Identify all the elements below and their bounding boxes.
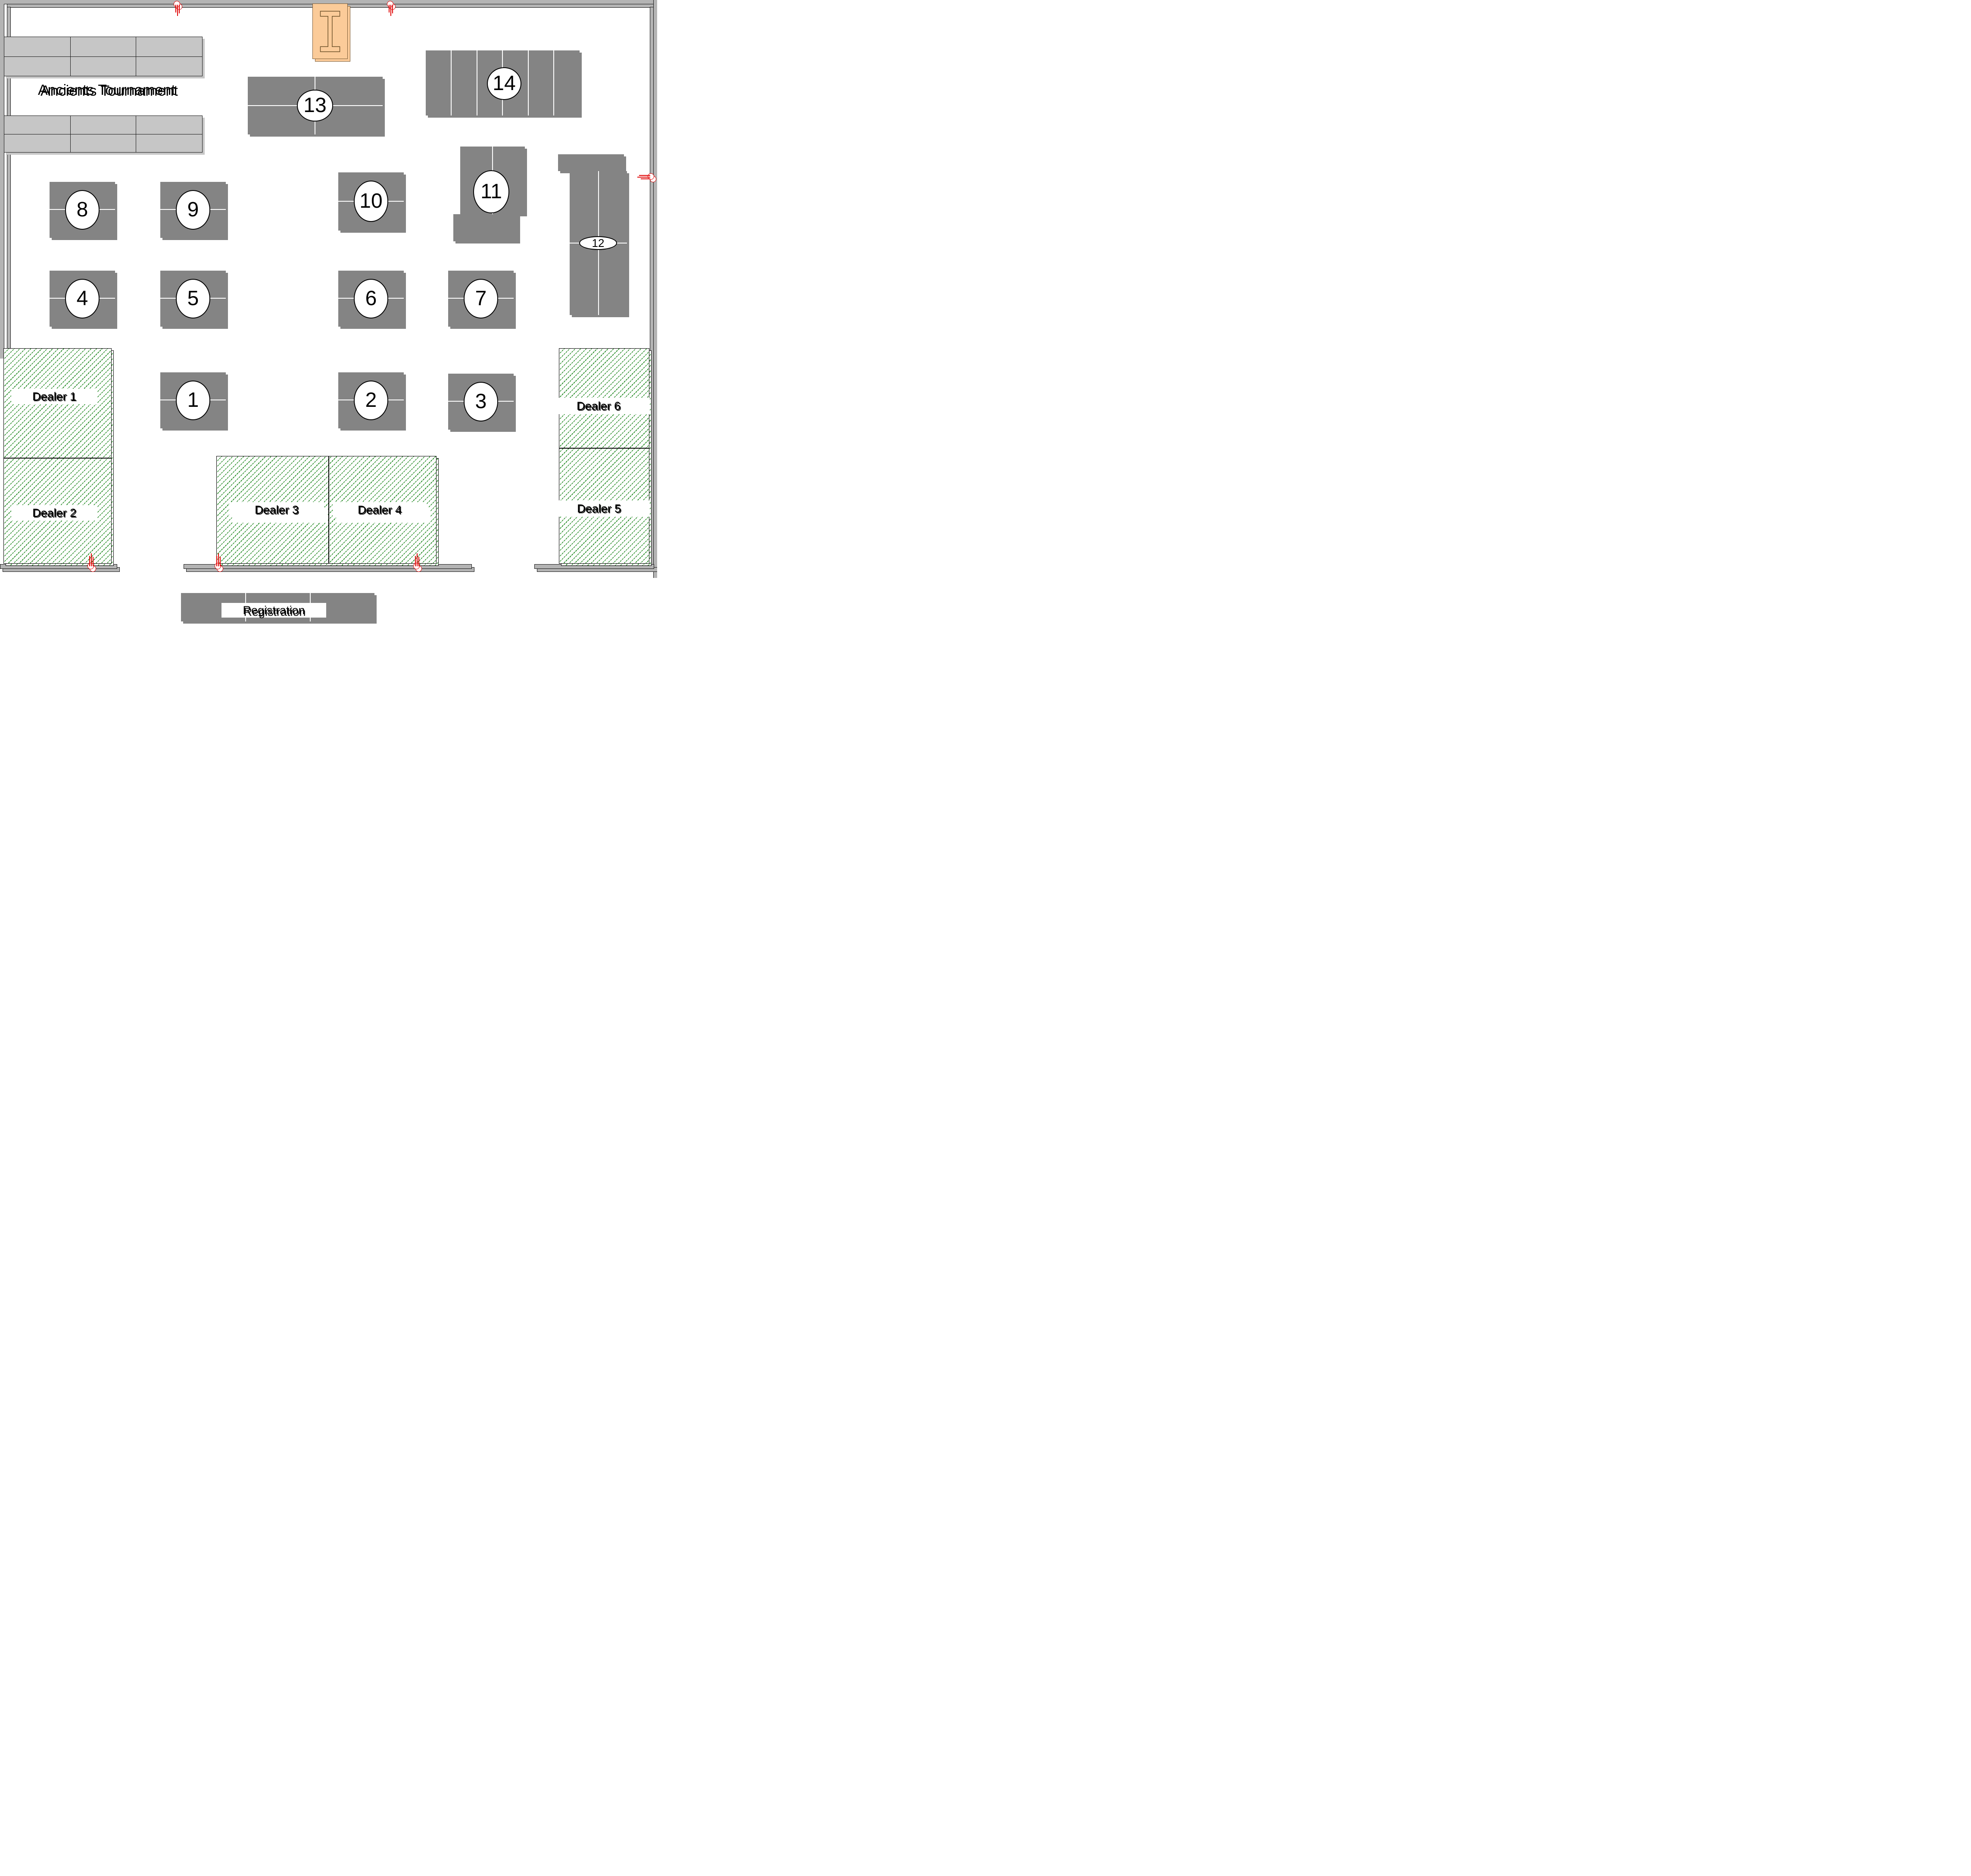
table-12-number: 12	[579, 236, 617, 250]
grid-marker-icon	[387, 1, 396, 16]
table-6-number: 6	[354, 279, 388, 318]
i-beam-icon	[320, 11, 340, 52]
dealer-1-2-area	[3, 348, 112, 564]
table-8-number: 8	[65, 190, 100, 230]
table-4-number: 4	[65, 279, 100, 318]
table-5-number: 5	[176, 279, 210, 318]
structural-column	[312, 3, 348, 59]
floor-plan-canvas: Ancients Tournament 13 14 10 11 12	[0, 0, 657, 625]
dealer-4-label: Dealer 4	[333, 502, 427, 518]
dealer-6-label: Dealer 6	[547, 398, 650, 414]
dealer-5-6-area	[559, 348, 649, 564]
dealer-3-label: Dealer 3	[229, 502, 324, 518]
grid-marker-icon	[174, 1, 182, 16]
table-7-number: 7	[464, 279, 498, 318]
table-14-number: 14	[487, 67, 521, 100]
table-13-number: 13	[297, 90, 333, 122]
dealer-5-label: Dealer 5	[548, 500, 650, 517]
ancients-table-bank-bottom	[4, 115, 203, 153]
wall-left-outer	[0, 4, 4, 359]
table-2-number: 2	[354, 381, 388, 420]
table-9-number: 9	[176, 190, 210, 230]
grid-marker-icon	[413, 553, 422, 572]
table-11-base	[453, 214, 518, 241]
grid-marker-icon	[637, 173, 656, 182]
table-10-number: 10	[354, 181, 388, 222]
table-3-number: 3	[464, 382, 498, 421]
wall-right-outer	[653, 0, 657, 578]
registration-label: Registration	[221, 603, 326, 618]
ancients-table-bank-top	[4, 37, 203, 76]
grid-marker-icon	[87, 553, 96, 572]
table-12-bar	[558, 154, 624, 171]
dealer-2-label: Dealer 2	[11, 505, 97, 521]
table-1-number: 1	[176, 381, 210, 420]
ancients-tournament-title: Ancients Tournament	[38, 82, 175, 98]
table-11-number: 11	[473, 170, 509, 213]
grid-marker-icon	[215, 553, 223, 572]
dealer-1-label: Dealer 1	[11, 389, 97, 404]
